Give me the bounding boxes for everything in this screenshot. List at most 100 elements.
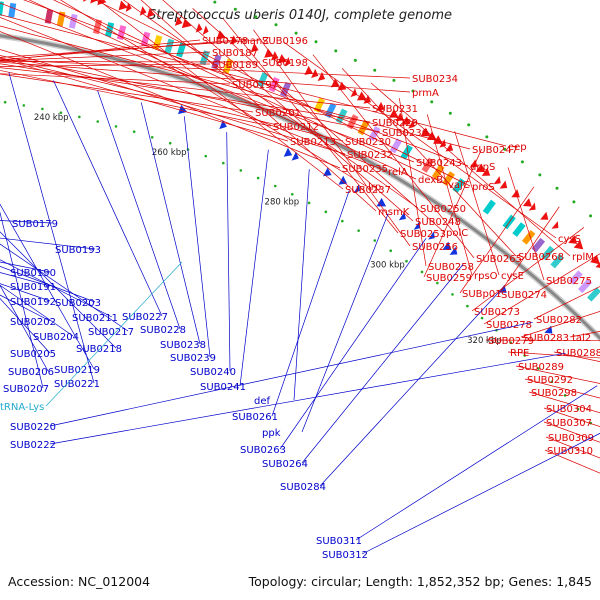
gene-color-block — [442, 171, 455, 187]
gene-color-block — [140, 31, 151, 47]
reverse-gene-arrow — [413, 221, 421, 230]
gene-color-block — [568, 270, 583, 285]
gene-label: SUB0247 — [472, 145, 518, 156]
gc-dot — [523, 354, 526, 357]
gene-leader-line — [0, 49, 346, 155]
gene-label: SUB0207 — [3, 384, 49, 395]
forward-gene-arrow — [420, 127, 431, 137]
gene-leader-line — [53, 80, 163, 317]
gene-leader-line — [0, 31, 341, 169]
gene-label: SUB0222 — [10, 440, 56, 451]
gc-dot — [589, 214, 593, 218]
gc-dot — [436, 281, 439, 285]
gene-label: SUB0256 — [412, 242, 458, 253]
gene-leader-line — [426, 114, 473, 276]
reverse-gene-arrow — [338, 175, 348, 185]
forward-gene-arrow — [146, 8, 155, 18]
gene-label: SUB0221 — [54, 379, 100, 390]
gene-leader-line — [0, 25, 471, 150]
gene-leader-line — [279, 238, 427, 450]
gene-label: RPE — [510, 348, 529, 359]
kbp-tick-label: 240 kbp — [34, 113, 69, 123]
gene-leader-line — [0, 272, 51, 287]
gene-label: SUB0253 — [400, 229, 446, 240]
forward-gene-arrow — [540, 211, 549, 220]
gene-label: SUB0196 — [262, 36, 308, 47]
gene-leader-line — [485, 339, 600, 341]
gene-leader-line — [533, 286, 600, 320]
gene-label: SUB0263 — [240, 445, 286, 456]
gene-leader-line — [301, 213, 389, 433]
gene-label: SUB0264 — [262, 459, 308, 470]
forward-gene-arrow — [195, 23, 203, 33]
gc-dot — [132, 130, 136, 133]
forward-gene-arrow — [250, 43, 259, 53]
forward-gene-arrow — [317, 72, 326, 82]
gc-dot — [389, 249, 393, 253]
gc-dot — [485, 135, 489, 139]
gene-label: ppk — [262, 428, 281, 439]
kbp-tick-label: 320 kbp — [467, 336, 502, 346]
gc-dot — [555, 186, 559, 190]
gene-leader-line — [0, 231, 117, 349]
gene-leader-line — [0, 39, 239, 61]
gene-label: rplM — [572, 252, 594, 263]
forward-gene-arrow — [83, 0, 87, 2]
gc-dot — [324, 210, 328, 214]
gene-label: SUB0228 — [140, 325, 186, 336]
gene-color-block — [44, 9, 54, 24]
gene-label: SUB0213 — [290, 137, 336, 148]
forward-gene-arrow — [363, 94, 371, 104]
gene-label: SUB0191 — [10, 282, 56, 293]
gene-label: uppS — [470, 162, 495, 173]
reverse-gene-arrow — [428, 231, 435, 240]
gene-label: SUB0259 — [426, 273, 472, 284]
reverse-gene-arrow — [178, 104, 188, 115]
gene-color-block — [482, 199, 496, 215]
gene-leader-line — [319, 292, 499, 487]
gene-color-block — [324, 102, 337, 119]
gc-dot — [341, 219, 344, 223]
gene-color-block — [8, 2, 17, 18]
gc-dot — [480, 316, 484, 320]
gene-label: SUB0197 — [232, 80, 278, 91]
gene-leader-line — [507, 167, 545, 281]
gene-leader-line — [49, 321, 533, 427]
gc-dot — [537, 367, 540, 370]
gene-leader-line — [0, 203, 95, 370]
gene-label: SUB0292 — [527, 375, 573, 386]
gc-dot — [78, 115, 81, 119]
gene-leader-line — [0, 57, 344, 142]
gene-color-block — [521, 229, 536, 245]
gene-leader-line — [524, 378, 600, 399]
gc-dot — [373, 68, 377, 72]
gene-leader-line — [0, 243, 129, 332]
gene-leader-line — [94, 0, 471, 187]
gene-color-block — [0, 1, 4, 16]
gene-label: SUB0234 — [412, 74, 458, 85]
gene-leader-line — [0, 284, 74, 337]
gene-leader-line — [370, 82, 571, 257]
gene-leader-line — [97, 90, 181, 330]
gc-dot — [451, 293, 454, 296]
gene-leader-line — [545, 436, 600, 459]
forward-gene-arrow — [230, 35, 238, 45]
gene-label: SUB0298 — [531, 388, 577, 399]
gc-dot — [41, 107, 44, 111]
forward-gene-arrow — [481, 167, 491, 176]
forward-gene-arrow — [118, 0, 128, 11]
reverse-gene-arrow — [323, 167, 332, 177]
gene-leader-line — [312, 54, 475, 259]
gene-leader-line — [162, 0, 414, 222]
kbp-tick-label: 300 kbp — [370, 260, 405, 270]
gene-leader-line — [0, 55, 381, 133]
gene-leader-line — [23, 0, 469, 167]
gene-leader-line — [423, 148, 482, 278]
gene-leader-line — [341, 68, 517, 257]
gene-label: SUB0219 — [54, 365, 100, 376]
gene-label: SUB0211 — [72, 313, 118, 324]
forward-gene-arrow — [522, 198, 532, 207]
gene-leader-line — [0, 61, 411, 93]
gc-dot — [213, 0, 217, 4]
gc-dot — [576, 407, 580, 411]
